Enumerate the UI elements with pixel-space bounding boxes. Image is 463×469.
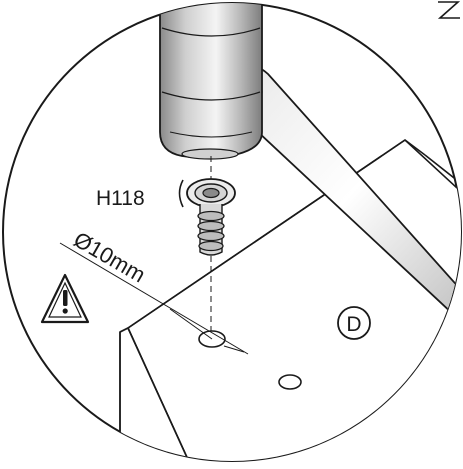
- part-code-bracket: [178, 179, 184, 208]
- drilled-hole-secondary: [278, 374, 302, 390]
- panel-marker: D: [337, 306, 371, 340]
- part-code-label: H118: [96, 187, 145, 210]
- panel-marker-label: D: [346, 313, 361, 336]
- warning-triangle-icon: [40, 273, 90, 324]
- corner-step-icon: [437, 1, 461, 19]
- hammer-head: [159, 3, 263, 160]
- insert-fitting: [186, 178, 236, 256]
- dimension-lines: [59, 242, 249, 355]
